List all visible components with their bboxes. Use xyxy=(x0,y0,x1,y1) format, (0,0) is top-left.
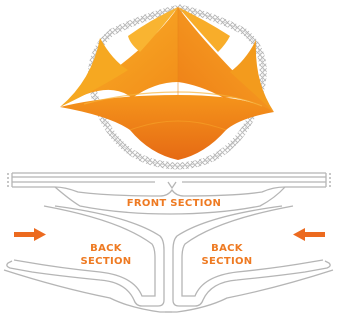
back-section-left-label: BACK SECTION xyxy=(78,242,134,268)
canopy-roof xyxy=(60,7,274,160)
back-right-line2: SECTION xyxy=(201,256,253,267)
front-section-outline xyxy=(7,172,331,215)
back-section-outline xyxy=(3,205,334,313)
front-section-label: FRONT SECTION xyxy=(126,198,222,209)
back-right-line1: BACK xyxy=(211,243,243,254)
arrow-right-icon xyxy=(14,228,46,241)
back-section-right-label: BACK SECTION xyxy=(198,242,256,268)
back-left-line1: BACK xyxy=(90,243,122,254)
back-left-line2: SECTION xyxy=(80,256,132,267)
arrow-left-icon xyxy=(293,228,325,241)
